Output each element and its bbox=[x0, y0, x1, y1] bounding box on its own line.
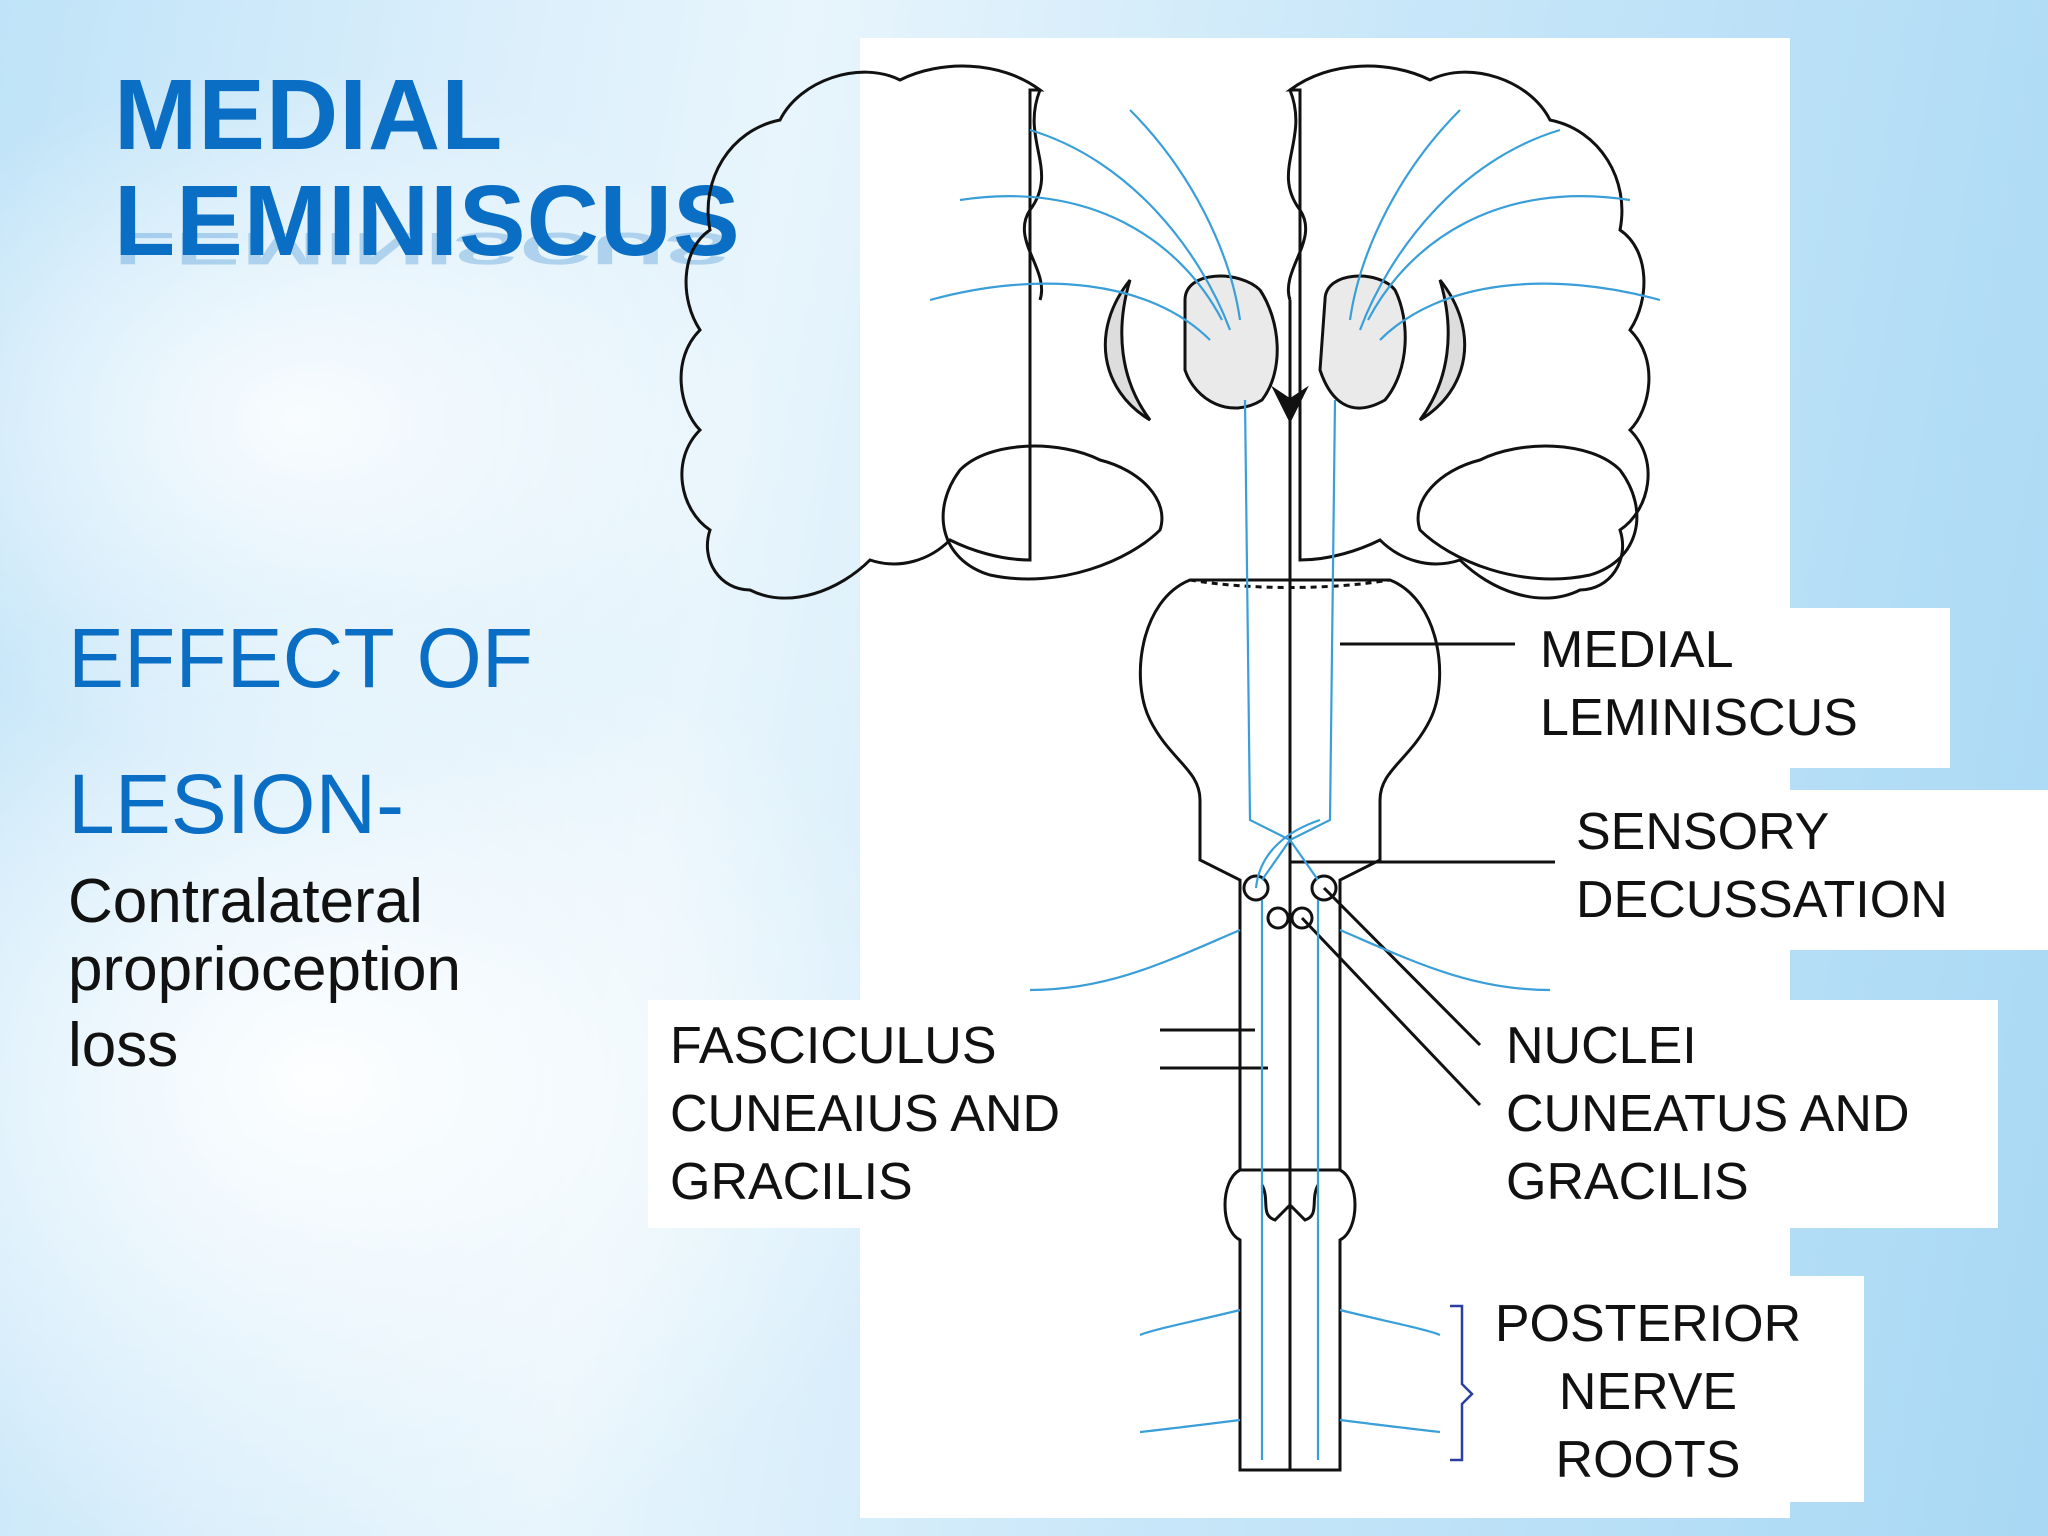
root-left-low bbox=[1139, 1418, 1241, 1434]
label-posterior-roots: POSTERIOR NERVE ROOTS bbox=[1432, 1276, 1864, 1502]
midline-fissure-right bbox=[1286, 89, 1308, 301]
nucleus-cuneatus-right bbox=[1310, 874, 1338, 902]
fiber-right-2 bbox=[1358, 128, 1561, 331]
label-nuclei: NUCLEI CUNEATUS AND GRACILIS bbox=[1482, 1000, 1998, 1228]
effect-body: Contralateral proprioception loss bbox=[68, 868, 461, 1080]
label-fasciculus-line-3: GRACILIS bbox=[670, 1153, 913, 1211]
label-nuclei-line-3: GRACILIS bbox=[1506, 1153, 1749, 1211]
leminiscus-left bbox=[1243, 399, 1319, 881]
spinal-cord-grey-matter bbox=[1260, 1184, 1320, 1222]
root-right-mid bbox=[1339, 1308, 1441, 1337]
nucleus-cuneatus-left bbox=[1242, 874, 1270, 902]
label-sensory-decussation-line-2: DECUSSATION bbox=[1576, 871, 1948, 929]
root-right-upper bbox=[1339, 928, 1551, 992]
fiber-left-3 bbox=[929, 282, 1211, 341]
slide-title-line-2: LEMINISCUS bbox=[114, 165, 741, 277]
effect-heading-line-1: EFFECT OF bbox=[68, 611, 534, 705]
fiber-left-1 bbox=[959, 195, 1223, 321]
slide-title: MEDIAL LEMINISCUS bbox=[114, 62, 741, 274]
fiber-left-4 bbox=[1129, 109, 1242, 321]
label-fasciculus-line-2: CUNEAIUS AND bbox=[670, 1085, 1061, 1143]
root-left-mid bbox=[1139, 1308, 1241, 1337]
label-posterior-roots-line-1: POSTERIOR bbox=[1494, 1295, 1802, 1353]
effect-body-line-1: Contralateral bbox=[68, 867, 423, 936]
effect-heading-line-2: LESION- bbox=[68, 757, 405, 851]
pointer-nuclei-2 bbox=[1300, 916, 1482, 1107]
temporal-lobe-right bbox=[1416, 444, 1639, 581]
label-sensory-decussation: SENSORY DECUSSATION bbox=[1558, 790, 2048, 950]
label-nuclei-line-1: NUCLEI bbox=[1506, 1017, 1697, 1075]
effect-body-line-2: proprioception bbox=[68, 935, 461, 1004]
spinal-cord bbox=[1223, 1168, 1357, 1472]
root-right-low bbox=[1339, 1418, 1441, 1434]
decussation-arc bbox=[1254, 818, 1321, 889]
label-posterior-roots-line-3: ROOTS bbox=[1555, 1431, 1741, 1489]
root-left-upper bbox=[1029, 928, 1241, 992]
nucleus-gracilis-right bbox=[1290, 906, 1314, 930]
nucleus-gracilis-left bbox=[1266, 906, 1290, 930]
label-sensory-decussation-line-1: SENSORY bbox=[1576, 803, 1830, 861]
label-medial-leminiscus-line-2: LEMINISCUS bbox=[1540, 689, 1858, 747]
effect-body-line-3: loss bbox=[68, 1011, 179, 1080]
fiber-right-1 bbox=[1367, 195, 1631, 321]
brain-outline bbox=[679, 64, 1045, 600]
thalamus-left bbox=[1183, 274, 1279, 410]
fiber-right-4 bbox=[1348, 109, 1461, 321]
thalamus-right bbox=[1318, 274, 1407, 410]
label-medial-leminiscus: MEDIAL LEMINISCUS bbox=[1520, 608, 1950, 768]
label-posterior-roots-line-2: NERVE bbox=[1558, 1363, 1738, 1421]
midline-fissure bbox=[1022, 89, 1044, 301]
leminiscus-right bbox=[1261, 399, 1337, 881]
slide-title-line-1: MEDIAL bbox=[114, 59, 504, 171]
fiber-left-2 bbox=[1029, 128, 1232, 331]
posterior-roots-bracket bbox=[1450, 1304, 1474, 1462]
label-nuclei-line-2: CUNEATUS AND bbox=[1506, 1085, 1910, 1143]
effect-heading: EFFECT OF LESION- bbox=[68, 585, 533, 877]
pointer-nuclei-1 bbox=[1322, 886, 1482, 1047]
label-fasciculus: FASCICULUS CUNEAIUS AND GRACILIS bbox=[648, 1000, 1158, 1228]
label-medial-leminiscus-line-1: MEDIAL bbox=[1540, 621, 1734, 679]
basal-ganglia-right bbox=[1418, 279, 1467, 422]
basal-ganglia-left bbox=[1103, 279, 1152, 422]
temporal-lobe-left bbox=[941, 444, 1164, 581]
fiber-right-3 bbox=[1379, 282, 1661, 341]
brain-outline-right bbox=[1285, 64, 1651, 600]
label-fasciculus-line-1: FASCICULUS bbox=[670, 1017, 997, 1075]
